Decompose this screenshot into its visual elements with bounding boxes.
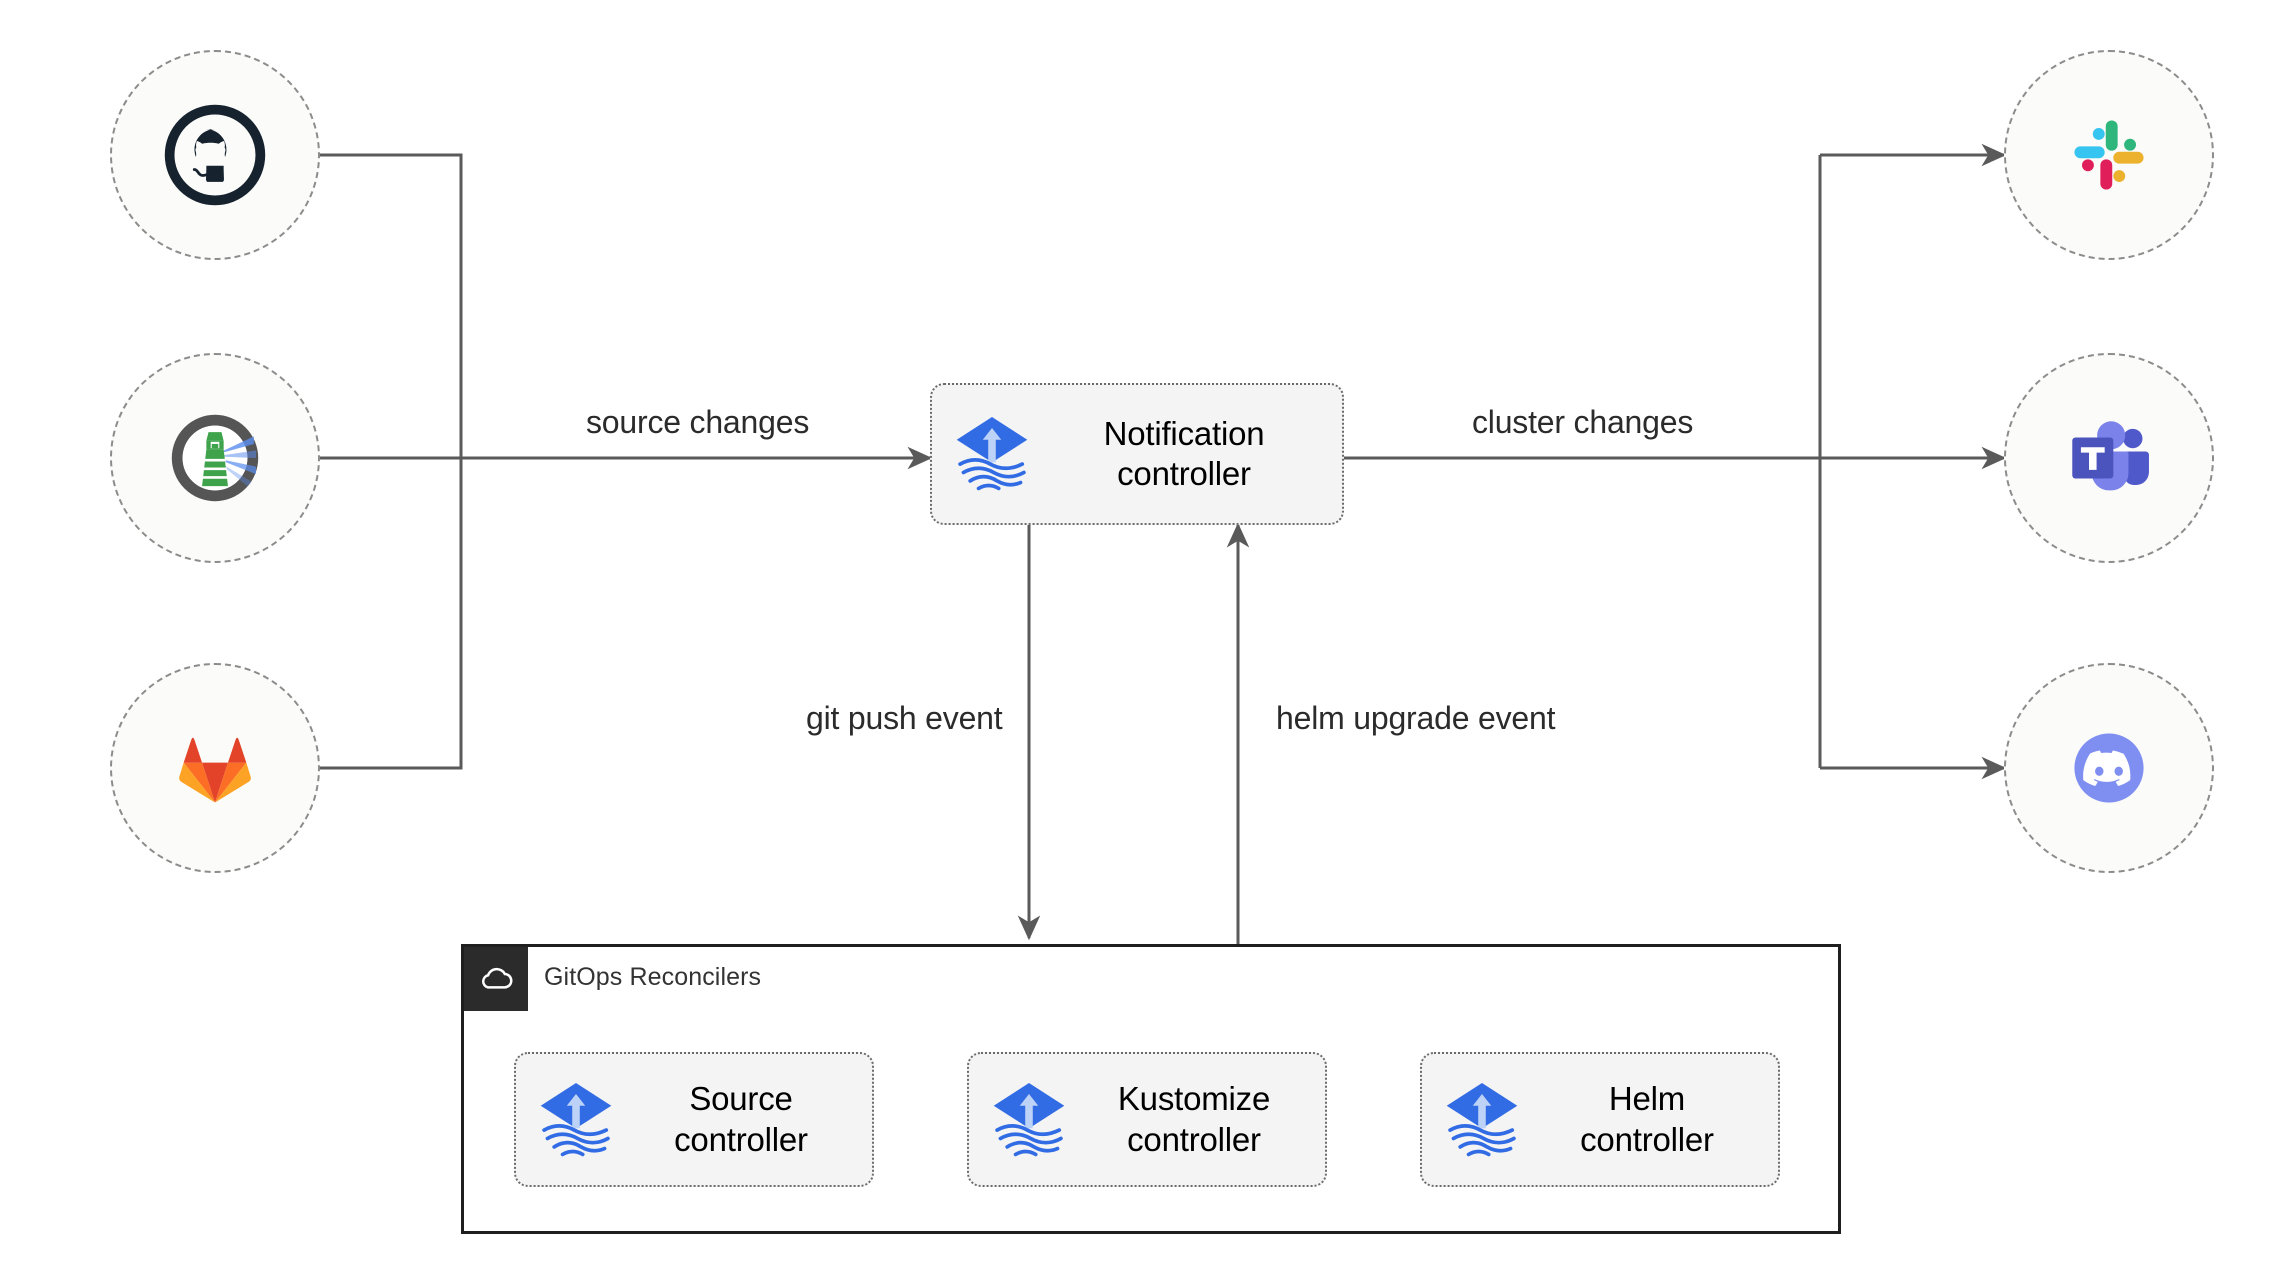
cloud-icon (481, 967, 513, 989)
gitops-reconcilers-container: GitOps Reconcilers Source controller (461, 944, 1841, 1234)
edge-label-helm-upgrade-event: helm upgrade event (1268, 700, 1564, 737)
helm-controller-label: Helm controller (1580, 1080, 1714, 1158)
container-badge (464, 947, 528, 1011)
kustomize-controller-label: Kustomize controller (1117, 1080, 1271, 1158)
source-controller-box[interactable]: Source controller (514, 1052, 874, 1187)
source-node-github[interactable] (110, 50, 320, 260)
helm-controller-box[interactable]: Helm controller (1420, 1052, 1780, 1187)
flux-icon (540, 1082, 612, 1156)
edge-label-cluster-changes: cluster changes (1464, 404, 1702, 441)
kustomize-controller-box[interactable]: Kustomize controller (967, 1052, 1327, 1187)
source-node-lighthouse[interactable] (110, 353, 320, 563)
discord-icon (2074, 733, 2144, 803)
flux-icon (1446, 1082, 1518, 1156)
teams-icon (2072, 421, 2149, 491)
lighthouse-icon (171, 414, 259, 502)
source-controller-label: Source controller (674, 1080, 808, 1158)
notification-controller-box[interactable]: Notification controller (930, 383, 1344, 525)
provider-node-discord[interactable] (2004, 663, 2214, 873)
provider-node-slack[interactable] (2004, 50, 2214, 260)
edge-label-git-push-event: git push event (798, 700, 1011, 737)
flux-icon (993, 1082, 1065, 1156)
source-node-gitlab[interactable] (110, 663, 320, 873)
flux-icon (956, 417, 1028, 491)
container-title: GitOps Reconcilers (544, 963, 762, 991)
gitlab-icon (179, 737, 251, 803)
notification-controller-label: Notification controller (1103, 414, 1265, 492)
edge-label-source-changes: source changes (578, 404, 818, 441)
provider-node-teams[interactable] (2004, 353, 2214, 563)
github-icon (164, 104, 266, 206)
slack-icon (2074, 120, 2144, 190)
